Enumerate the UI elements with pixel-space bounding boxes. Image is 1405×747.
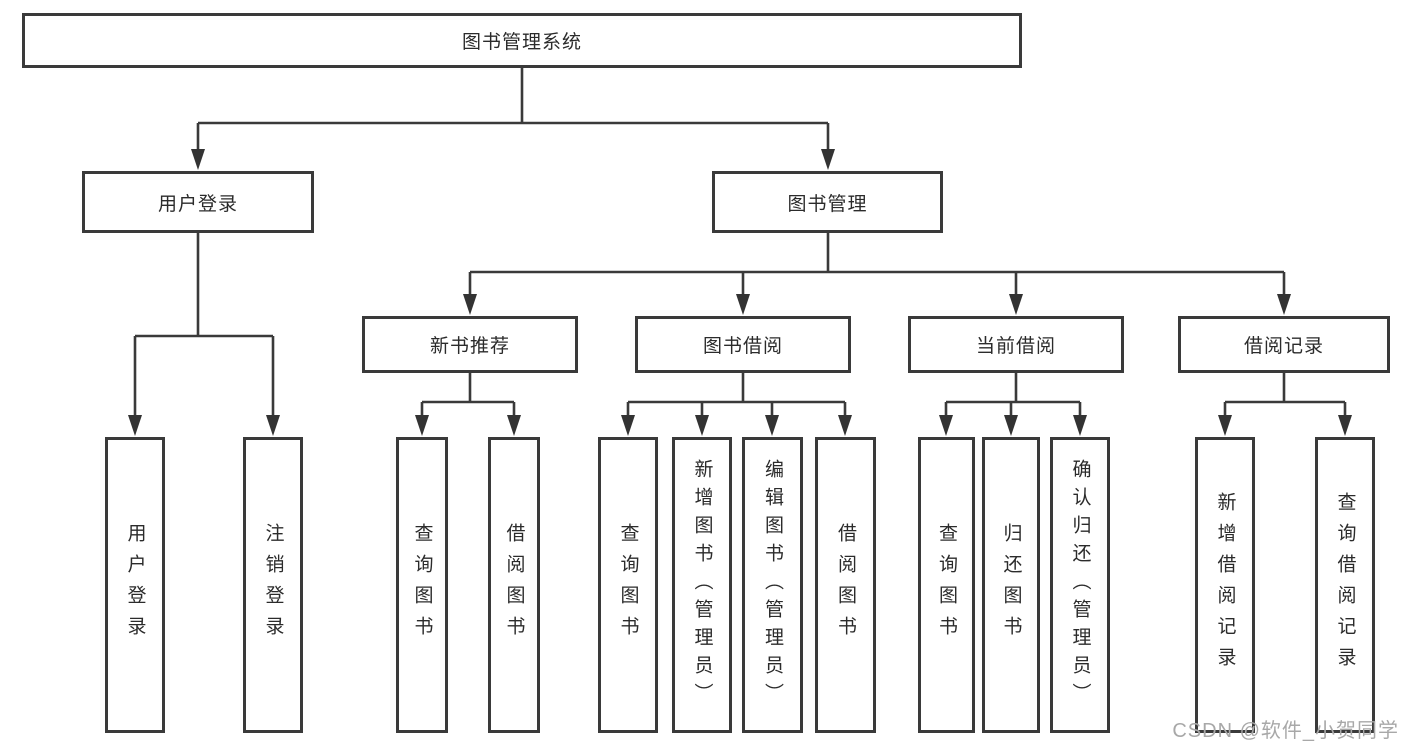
- csdn-watermark: CSDN @软件_小贺同学: [1172, 720, 1399, 742]
- leaf-records-add: 新增借阅记录: [1195, 437, 1255, 733]
- leaf-newbooks-borrow: 借阅图书: [488, 437, 540, 733]
- leaf-logout: 注销登录: [243, 437, 303, 733]
- leaf-borrowing-add-admin-label: 新增图书（管理员）: [691, 459, 713, 711]
- leaf-borrowing-edit-admin: 编辑图书（管理员）: [742, 437, 803, 733]
- leaf-borrowing-query: 查询图书: [598, 437, 658, 733]
- leaf-user-login: 用户登录: [105, 437, 165, 733]
- leaf-borrowing-add-admin: 新增图书（管理员）: [672, 437, 732, 733]
- leaf-current-confirm-admin: 确认归还（管理员）: [1050, 437, 1110, 733]
- leaf-records-query: 查询借阅记录: [1315, 437, 1375, 733]
- leaf-borrowing-query-label: 查询图书: [617, 523, 639, 647]
- node-book-borrowing: 图书借阅: [635, 316, 851, 373]
- leaf-records-add-label: 新增借阅记录: [1214, 492, 1236, 678]
- node-new-book-recommend: 新书推荐: [362, 316, 578, 373]
- leaf-current-confirm-admin-label: 确认归还（管理员）: [1069, 459, 1091, 711]
- leaf-newbooks-query-label: 查询图书: [411, 523, 433, 647]
- leaf-newbooks-borrow-label: 借阅图书: [503, 523, 525, 647]
- leaf-borrowing-borrow-label: 借阅图书: [835, 523, 856, 647]
- leaf-current-query: 查询图书: [918, 437, 975, 733]
- leaf-records-query-label: 查询借阅记录: [1334, 492, 1356, 678]
- leaf-borrowing-borrow: 借阅图书: [815, 437, 876, 733]
- node-borrowing-records: 借阅记录: [1178, 316, 1390, 373]
- arrowheads: [128, 149, 1352, 436]
- node-current-borrowing: 当前借阅: [908, 316, 1124, 373]
- leaf-logout-label: 注销登录: [262, 523, 284, 647]
- leaf-borrowing-edit-admin-label: 编辑图书（管理员）: [762, 459, 783, 711]
- node-book-management: 图书管理: [712, 171, 943, 233]
- leaf-newbooks-query: 查询图书: [396, 437, 448, 733]
- leaf-current-query-label: 查询图书: [936, 523, 957, 647]
- node-root-system: 图书管理系统: [22, 13, 1022, 68]
- leaf-current-return-label: 归还图书: [1000, 523, 1022, 647]
- node-user-login: 用户登录: [82, 171, 314, 233]
- leaf-user-login-label: 用户登录: [124, 523, 146, 647]
- leaf-current-return: 归还图书: [982, 437, 1040, 733]
